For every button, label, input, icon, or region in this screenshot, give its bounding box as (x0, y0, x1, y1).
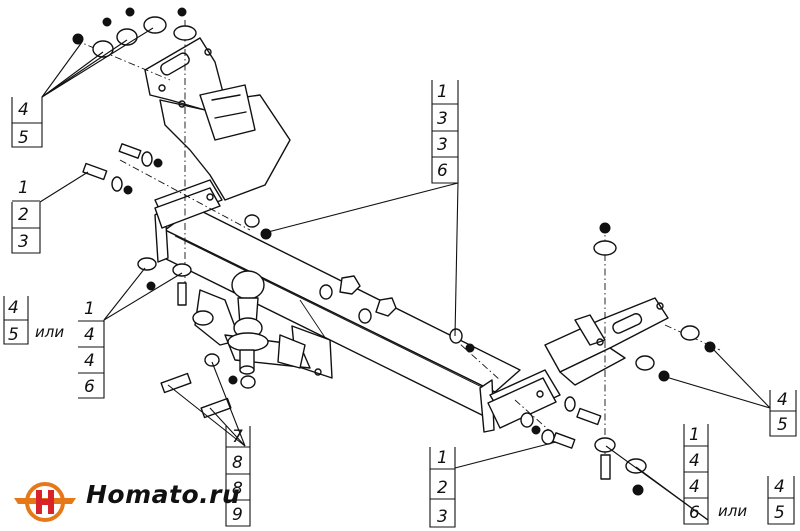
callout-label: 2 (18, 205, 29, 225)
callout-label: 3 (437, 109, 448, 129)
callout-label: 3 (18, 232, 29, 252)
callout-label: 7 (232, 427, 243, 447)
callout-label: 8 (232, 479, 243, 499)
leader-lines (39, 27, 771, 521)
callout-label: 5 (18, 128, 29, 148)
callout-left-mid: 1 4 4 6 (78, 299, 105, 399)
callout-label: 6 (437, 161, 448, 181)
callout-label: 4 (777, 390, 788, 410)
callout-label: 5 (777, 415, 788, 435)
callout-bottom-right-main: 1 4 4 6 (683, 424, 709, 525)
left-bracket (144, 37, 291, 229)
callout-label: 3 (437, 135, 448, 155)
callout-label: 4 (689, 451, 700, 471)
callout-label: 6 (689, 503, 700, 523)
callout-left-mid-alt: 4 5 (3, 296, 29, 345)
callout-top-left: 4 5 (11, 97, 43, 148)
callout-label: 1 (689, 425, 700, 445)
callout-label: 3 (437, 507, 448, 527)
callout-label: 5 (774, 503, 785, 523)
or-word-right: или (718, 502, 747, 520)
callout-left-bolt: 1 2 3 (11, 178, 41, 254)
callout-label: 1 (437, 82, 448, 102)
callout-center-top: 1 3 3 6 (431, 80, 459, 184)
callout-bottom-right-alt: 4 5 (767, 476, 795, 525)
callout-ball-bolts: 7 8 8 9 (225, 426, 251, 527)
tow-ball-assembly (192, 270, 311, 375)
callout-label: 1 (84, 299, 95, 319)
callout-label: 9 (232, 505, 243, 525)
homato-logo (14, 482, 76, 522)
callout-label: 4 (774, 477, 785, 497)
right-bracket (487, 297, 669, 429)
callout-label: 6 (84, 377, 95, 397)
callout-label: 8 (232, 453, 243, 473)
callout-label: 4 (84, 325, 95, 345)
callout-label: 4 (8, 298, 19, 318)
logo-h-mark-icon (36, 490, 54, 514)
callout-label: 2 (437, 478, 448, 498)
callout-label: 5 (8, 325, 19, 345)
callout-bottom-center: 1 2 3 (429, 447, 456, 528)
callout-label: 4 (84, 351, 95, 371)
callout-label: 4 (18, 100, 29, 120)
fasteners (72, 7, 716, 496)
callout-label: 4 (689, 477, 700, 497)
logo-text: Homato.ru (86, 480, 241, 509)
callout-label: 1 (18, 178, 29, 198)
or-word-left: или (35, 323, 64, 341)
callout-label: 1 (437, 448, 448, 468)
callout-right-side: 4 5 (769, 390, 797, 437)
